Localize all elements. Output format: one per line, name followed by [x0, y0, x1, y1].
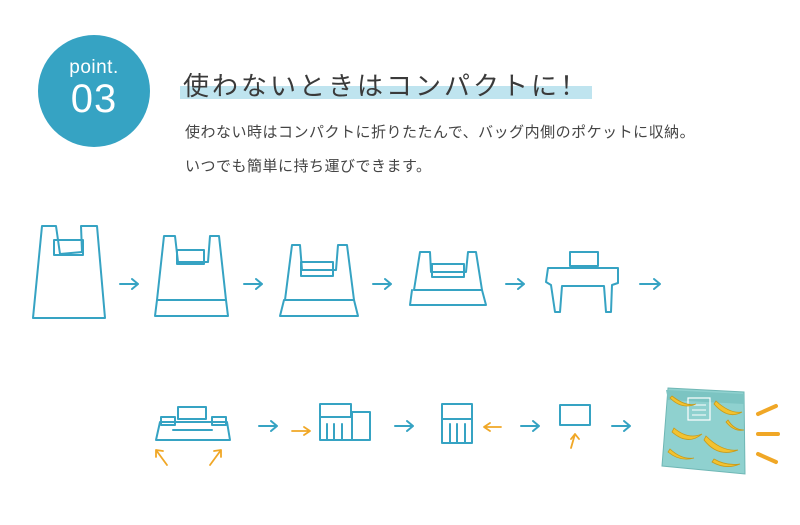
description-line-2: いつでも簡単に持ち運びできます。 — [185, 157, 432, 175]
fold-step-5 — [545, 251, 619, 313]
fold-step-8 — [441, 403, 473, 444]
step-arrow-icon — [119, 278, 661, 432]
page-title: 使わないときはコンパクトに！ — [183, 72, 590, 102]
point-number: 03 — [70, 77, 118, 121]
fold-step-1 — [32, 225, 106, 319]
fold-step-3 — [279, 244, 359, 317]
description-line-1: 使わない時はコンパクトに折りたたんで、バッグ内側のポケットに収納。 — [185, 123, 696, 141]
fold-step-4 — [409, 251, 487, 306]
shine-icon — [756, 404, 780, 464]
fold-step-9 — [559, 404, 591, 426]
fold-step-2 — [154, 235, 229, 317]
fold-step-6 — [155, 406, 231, 441]
folded-bag-product — [661, 387, 746, 475]
title-highlight — [180, 86, 592, 99]
point-badge: point. 03 — [38, 35, 150, 147]
fold-step-7 — [319, 403, 371, 441]
point-label: point. — [69, 57, 119, 78]
fold-arrow-icon — [155, 422, 580, 466]
